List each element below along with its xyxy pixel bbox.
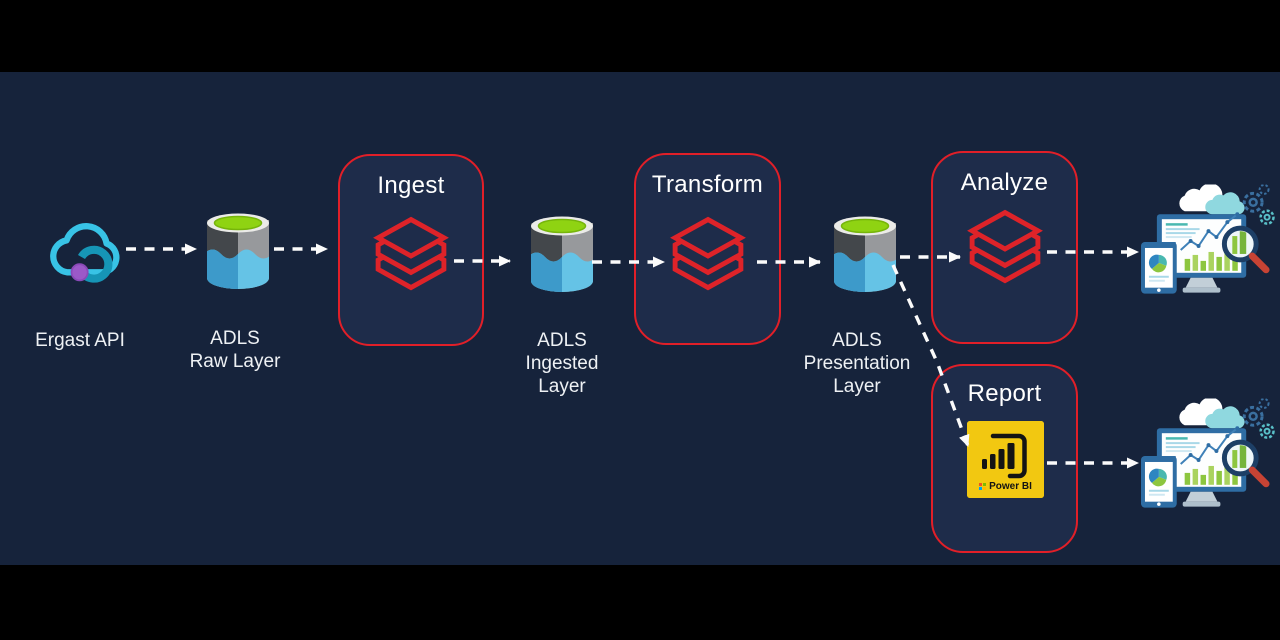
ingest-title: Ingest	[377, 172, 445, 199]
ingested-layer-label-line1: ADLS	[537, 330, 587, 351]
report-title: Report	[967, 380, 1042, 407]
powerbi-icon: Power BI	[967, 421, 1044, 498]
presentation-layer-label-line1: ADLS	[832, 330, 882, 351]
databricks-icon	[668, 215, 748, 297]
ingest-box: Ingest	[338, 154, 484, 346]
adls-cylinder-icon	[830, 213, 900, 297]
powerbi-caption-text: Power BI	[989, 481, 1032, 492]
analyze-title: Analyze	[960, 169, 1049, 196]
presentation-layer-label: ADLS Presentation Layer	[776, 329, 938, 398]
ingested-layer-label: ADLS Ingested Layer	[497, 329, 627, 398]
ingested-layer-label-line2: Ingested	[525, 353, 599, 374]
adls-cylinder-icon	[203, 210, 273, 294]
databricks-icon	[371, 215, 451, 297]
raw-layer-label-line2: Raw Layer	[189, 351, 281, 372]
presentation-layer-label-line2: Presentation	[803, 353, 911, 374]
ingested-layer-label-line3: Layer	[538, 376, 586, 397]
transform-title: Transform	[651, 171, 764, 198]
analytics-dashboard-illustration	[1141, 183, 1275, 307]
raw-layer-label-line1: ADLS	[210, 328, 260, 349]
presentation-layer-label-line3: Layer	[833, 376, 881, 397]
api-cloud-icon	[40, 203, 130, 293]
transform-box: Transform	[634, 153, 781, 345]
databricks-icon	[965, 208, 1045, 290]
analytics-dashboard-illustration	[1141, 397, 1275, 521]
powerbi-caption: Power BI	[967, 481, 1044, 492]
adls-cylinder-icon	[527, 213, 597, 297]
analyze-box: Analyze	[931, 151, 1078, 344]
source-label: Ergast API	[35, 330, 125, 351]
raw-layer-label: ADLS Raw Layer	[165, 327, 305, 373]
microsoft-flag-icon	[979, 483, 987, 490]
